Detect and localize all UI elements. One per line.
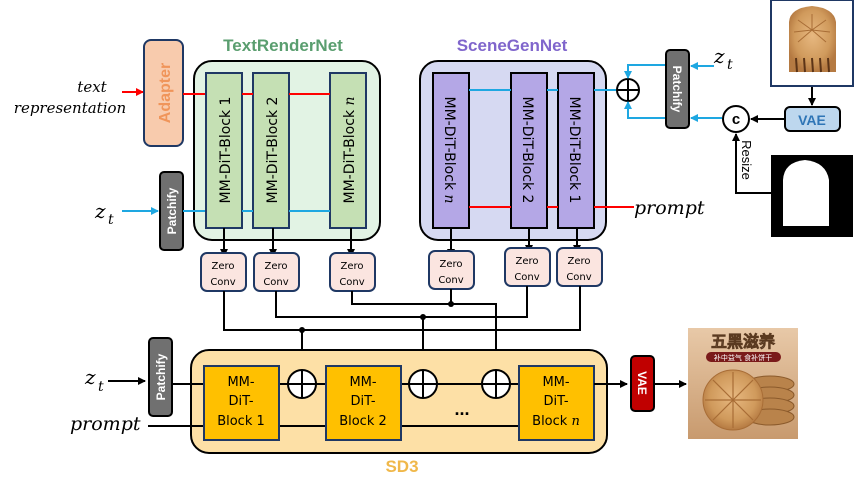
text-representation-input: text representation: [14, 78, 126, 117]
zero-conv-scene-n: Zero Conv: [428, 250, 475, 290]
patchify-text-render: Patchify: [159, 171, 184, 251]
patchify-sd3-label: Patchify: [154, 353, 168, 400]
input-mask-image: [771, 155, 853, 237]
svg-text:MM-: MM-: [227, 375, 254, 390]
svg-text:MM-: MM-: [542, 375, 569, 390]
scene-gen-block-2: MM-DiT-Block 2: [510, 72, 548, 229]
zero-conv-text-2: Zero Conv: [253, 252, 300, 292]
zt-sd3-subscript: t: [98, 379, 104, 395]
text-render-block-2: MM-DiT-Block 2: [252, 72, 290, 229]
text-representation-label-line1: text: [77, 78, 107, 96]
zero-conv-scene-2: Zero Conv: [504, 247, 551, 287]
svg-text:Conv: Conv: [438, 275, 463, 286]
zt-scene-subscript: t: [727, 57, 733, 73]
svg-text:Zero: Zero: [515, 256, 538, 267]
concat-node: c: [722, 105, 750, 133]
svg-text:DiT-: DiT-: [228, 394, 253, 409]
add-node-sd3-1: [287, 369, 317, 399]
svg-text:MM-: MM-: [349, 375, 376, 390]
sd3-block-1: MM- DiT- Block 1: [203, 365, 280, 441]
scene-gen-block-1: MM-DiT-Block 1: [557, 72, 595, 229]
zt-label: z: [94, 199, 106, 223]
vae-encoder: VAE: [784, 106, 841, 132]
scene-gen-block-n: MM-DiT-Block n: [432, 72, 470, 229]
input-product-image: [770, 0, 854, 87]
text-render-block-n-label: MM-DiT-Block n: [342, 96, 358, 203]
add-node-sd3-2: [408, 369, 438, 399]
svg-text:Zero: Zero: [439, 259, 462, 270]
sd3-block-2: MM- DiT- Block 2: [325, 365, 402, 441]
svg-text:Conv: Conv: [566, 272, 591, 283]
svg-text:Zero: Zero: [567, 256, 590, 267]
text-render-block-1-label: MM-DiT-Block 1: [218, 97, 234, 204]
zt-input-sd3: z t: [84, 365, 104, 395]
sd3-prompt-label: prompt: [70, 413, 141, 435]
zt-subscript: t: [108, 212, 114, 228]
svg-text:Block 1: Block 1: [217, 414, 265, 429]
svg-text:Conv: Conv: [210, 277, 235, 288]
output-headline: 五黑滋养: [711, 332, 776, 351]
text-render-block-1: MM-DiT-Block 1: [205, 72, 243, 229]
zero-conv-text-1: Zero Conv: [200, 252, 247, 292]
svg-text:Zero: Zero: [211, 261, 234, 272]
patchify-label: Patchify: [165, 187, 179, 234]
output-poster-image: 五黑滋养 补中益气 食补饼干: [688, 328, 798, 439]
zt-input-text-render: z t: [94, 199, 114, 228]
svg-text:Conv: Conv: [514, 272, 539, 283]
text-representation-label-line2: representation: [14, 99, 126, 117]
ellipsis: ...: [454, 399, 469, 419]
zero-conv-text-n: Zero Conv: [329, 252, 376, 292]
patchify-scene: Patchify: [665, 49, 690, 129]
text-render-net-title: TextRenderNet: [223, 36, 343, 55]
svg-text:Zero: Zero: [264, 261, 287, 272]
svg-text:DiT-: DiT-: [543, 394, 568, 409]
adapter-label: Adapter: [157, 63, 174, 123]
sd3-block-n: MM- DiT- Block n: [518, 365, 595, 441]
svg-text:Conv: Conv: [263, 277, 288, 288]
text-render-block-2-label: MM-DiT-Block 2: [265, 97, 281, 204]
add-node-sd3-3: [481, 369, 511, 399]
zt-scene-label: z: [713, 44, 725, 68]
output-subline: 补中益气 食补饼干: [714, 353, 772, 362]
patchify-scene-label: Patchify: [670, 66, 684, 113]
vae-decoder-label: VAE: [635, 371, 649, 395]
svg-text:Zero: Zero: [340, 261, 363, 272]
svg-text:Block 2: Block 2: [339, 414, 387, 429]
svg-text:Conv: Conv: [339, 277, 364, 288]
resize-label: Resize: [739, 140, 754, 180]
vae-decoder: VAE: [630, 355, 655, 412]
scene-gen-net-title: SceneGenNet: [457, 36, 568, 55]
zt-sd3-label: z: [84, 365, 96, 389]
patchify-sd3: Patchify: [148, 337, 173, 417]
scene-gen-block-2-label: MM-DiT-Block 2: [519, 97, 535, 204]
scene-gen-block-1-label: MM-DiT-Block 1: [566, 97, 582, 204]
svg-text:DiT-: DiT-: [350, 394, 375, 409]
adapter-module: Adapter: [143, 39, 184, 147]
scene-gen-block-n-label: MM-DiT-Block n: [441, 96, 457, 203]
scene-prompt-label: prompt: [634, 197, 705, 219]
text-render-block-n: MM-DiT-Block n: [329, 72, 367, 229]
sd3-title: SD3: [385, 457, 418, 476]
zero-conv-scene-1: Zero Conv: [556, 247, 603, 287]
concat-symbol: c: [732, 111, 740, 128]
vae-encoder-label: VAE: [798, 112, 826, 128]
svg-text:Block n: Block n: [532, 414, 580, 429]
zt-input-scene: z t: [713, 44, 733, 73]
add-node-scene: [616, 78, 640, 102]
